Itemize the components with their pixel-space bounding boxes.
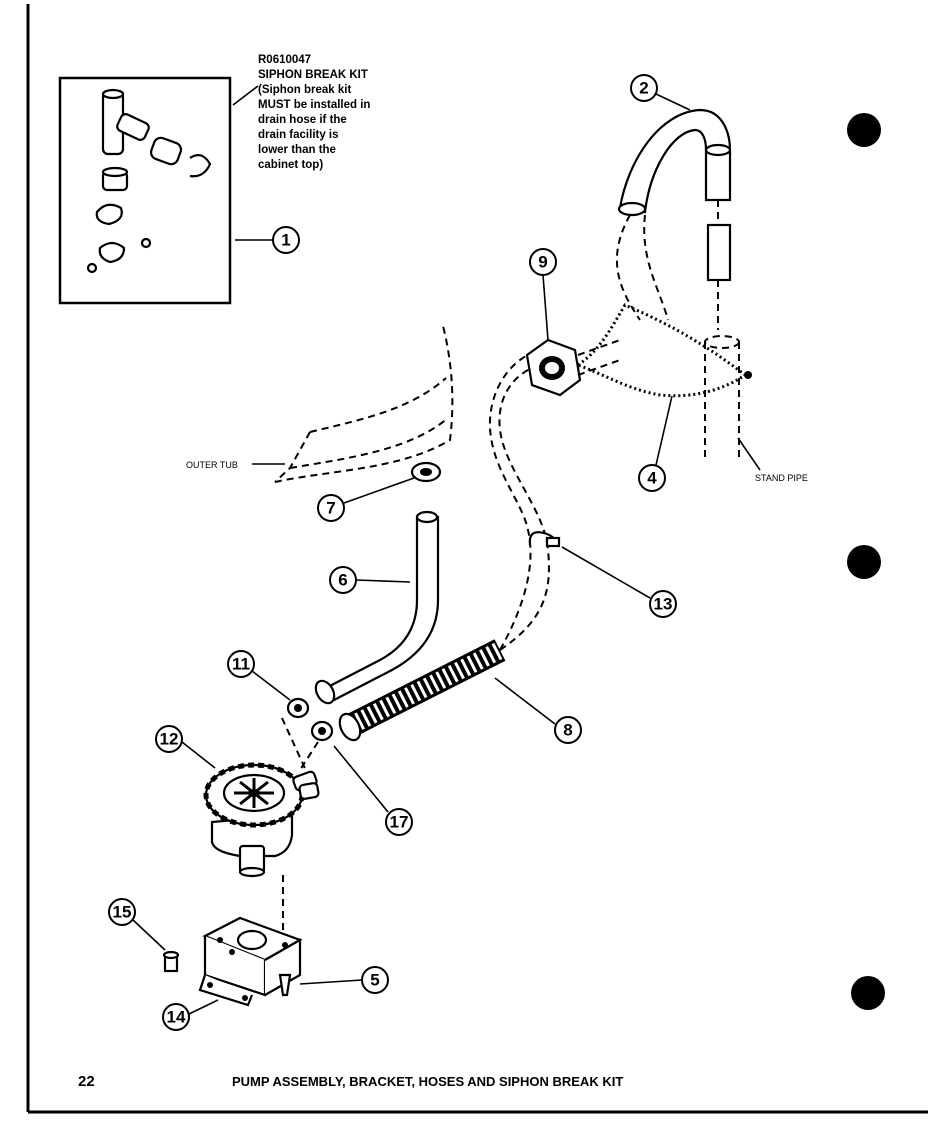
callout-number: 9 [538, 253, 547, 272]
clamp-13 [528, 531, 561, 548]
callout-number: 6 [338, 571, 347, 590]
page-title: PUMP ASSEMBLY, BRACKET, HOSES AND SIPHON… [232, 1074, 623, 1089]
kit-part-number: R0610047 [258, 54, 311, 66]
callout-number: 13 [654, 595, 673, 614]
retainer-9 [525, 338, 582, 397]
callout-14: 14 [162, 999, 219, 1031]
callout-11: 11 [227, 650, 291, 701]
callout-number: 2 [639, 79, 648, 98]
callout-5: 5 [299, 966, 389, 994]
kit-note-line: MUST be installed in [258, 99, 370, 111]
callout-number: 17 [390, 813, 409, 832]
kit-note-line: (Siphon break kit [258, 84, 351, 96]
callout-number: 12 [160, 730, 179, 749]
callout-7: 7 [317, 477, 415, 522]
callout-8: 8 [494, 677, 582, 744]
callout-13: 13 [561, 546, 677, 618]
callout-number: 11 [232, 655, 250, 674]
callout-12: 12 [155, 725, 216, 769]
siphon-break-kit-box [58, 76, 232, 305]
kit-title: SIPHON BREAK KIT [258, 69, 368, 81]
callout-6: 6 [329, 566, 411, 594]
binder-hole [851, 976, 885, 1010]
screw-5 [278, 973, 292, 997]
pump-12 [203, 762, 320, 878]
bracket-5 [198, 916, 303, 1007]
callout-number: 7 [326, 499, 335, 518]
clamp-17 [310, 720, 334, 742]
callout-number: 4 [647, 469, 657, 488]
strap-4 [577, 303, 752, 398]
callout-number: 5 [370, 971, 379, 990]
callout-4: 4 [638, 395, 673, 492]
binder-hole [847, 545, 881, 579]
callout-15: 15 [108, 898, 166, 951]
page-number: 22 [78, 1073, 95, 1090]
callout-9: 9 [529, 248, 557, 341]
callout-17: 17 [333, 745, 413, 836]
kit-note-line: drain facility is [258, 129, 339, 141]
callout-2: 2 [630, 74, 691, 111]
kit-note-line: lower than the [258, 144, 336, 156]
callout-number: 8 [563, 721, 572, 740]
outer-tub [274, 321, 454, 483]
binder-hole [847, 113, 881, 147]
kit-note: (Siphon break kit MUST be installed in d… [258, 84, 370, 171]
clamp-11 [286, 697, 310, 719]
callout-number: 15 [113, 903, 132, 922]
drain-hose-8 [338, 639, 506, 742]
kit-note-line: drain hose if the [258, 114, 347, 126]
kit-note-line: cabinet top) [258, 159, 323, 171]
stand-pipe [704, 200, 740, 460]
callout-1: 1 [235, 226, 300, 254]
grommet-7 [410, 461, 442, 483]
callout-number: 14 [167, 1008, 186, 1027]
stand-pipe-label: STAND PIPE [755, 473, 808, 483]
hose-guide-2 [617, 108, 732, 217]
callout-number: 1 [281, 231, 290, 250]
hose-6 [320, 515, 440, 702]
screw-15 [162, 950, 180, 973]
outer-tub-label: OUTER TUB [186, 460, 238, 470]
